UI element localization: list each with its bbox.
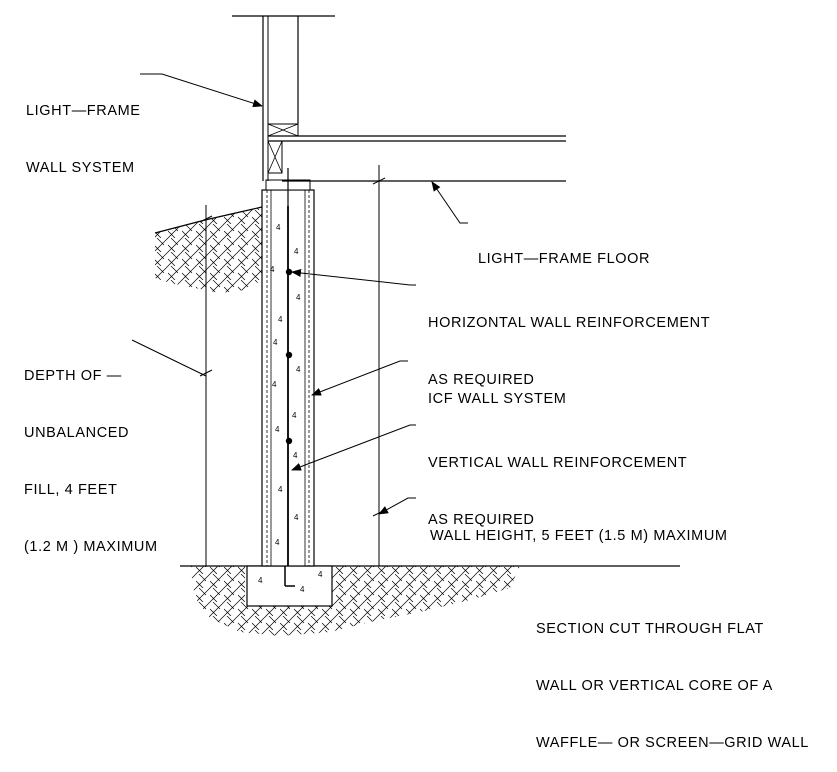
svg-text:4: 4	[296, 293, 301, 302]
light-frame-floor-label: LIGHT—FRAME FLOOR	[478, 212, 650, 288]
svg-text:4: 4	[293, 451, 298, 460]
label-line: WAFFLE— OR SCREEN—GRID WALL	[536, 735, 809, 751]
label-line: LIGHT—FRAME FLOOR	[478, 251, 651, 267]
label-line: WALL HEIGHT, 5 FEET (1.5 M) MAXIMUM	[430, 528, 728, 544]
footing: 4 4 4	[246, 565, 333, 607]
svg-text:4: 4	[294, 513, 299, 522]
svg-text:4: 4	[318, 570, 323, 579]
wall-height-label: WALL HEIGHT, 5 FEET (1.5 M) MAXIMUM	[430, 489, 728, 565]
label-line: HORIZONTAL WALL REINFORCEMENT	[428, 315, 711, 331]
svg-text:4: 4	[275, 425, 280, 434]
svg-text:4: 4	[258, 576, 263, 585]
svg-text:4: 4	[270, 265, 275, 274]
svg-text:4: 4	[276, 223, 281, 232]
svg-text:4: 4	[278, 315, 283, 324]
label-line: WALL SYSTEM	[26, 160, 135, 176]
fill-depth-label: DEPTH OF — UNBALANCED FILL, 4 FEET (1.2 …	[24, 329, 158, 576]
section-note-label: SECTION CUT THROUGH FLAT WALL OR VERTICA…	[536, 582, 809, 772]
icf-wall-label: ICF WALL SYSTEM	[428, 352, 566, 428]
label-line: DEPTH OF —	[24, 368, 122, 384]
vertical-reinforcement-label: VERTICAL WALL REINFORCEMENT AS REQUIRED	[428, 416, 687, 549]
label-line: WALL OR VERTICAL CORE OF A	[536, 678, 773, 694]
icf-wall-section-drawing: 4 4 4 44 44 44 44 44 44 44	[131, 15, 680, 636]
leader-lines	[131, 73, 468, 515]
label-line: FILL, 4 FEET	[24, 482, 118, 498]
wall-height-dimension	[372, 165, 386, 566]
label-line: AS REQUIRED	[428, 372, 535, 388]
svg-text:4: 4	[273, 338, 278, 347]
label-line: SECTION CUT THROUGH FLAT	[536, 621, 764, 637]
label-line: ICF WALL SYSTEM	[428, 391, 567, 407]
horizontal-reinforcement-label: HORIZONTAL WALL REINFORCEMENT AS REQUIRE…	[428, 276, 710, 409]
light-frame-floor	[268, 135, 566, 182]
light-frame-wall-label: LIGHT—FRAME WALL SYSTEM	[26, 64, 141, 197]
light-frame-wall	[232, 15, 335, 181]
svg-text:4: 4	[292, 411, 297, 420]
backfill-soil	[154, 206, 263, 293]
label-line: UNBALANCED	[24, 425, 130, 441]
svg-text:4: 4	[300, 585, 305, 594]
svg-text:4: 4	[278, 485, 283, 494]
icf-wall: 4 4 4 4 4 4 4 4 4 4 4 4 4 4	[261, 168, 315, 567]
label-line: LIGHT—FRAME	[26, 103, 141, 119]
fill-depth-dimension	[199, 205, 213, 566]
svg-text:4: 4	[296, 365, 301, 374]
label-line: VERTICAL WALL REINFORCEMENT	[428, 455, 688, 471]
label-line: AS REQUIRED	[428, 512, 535, 528]
svg-text:4: 4	[272, 380, 277, 389]
svg-text:4: 4	[275, 538, 280, 547]
label-line: (1.2 M ) MAXIMUM	[24, 539, 158, 555]
svg-text:4: 4	[294, 247, 299, 256]
